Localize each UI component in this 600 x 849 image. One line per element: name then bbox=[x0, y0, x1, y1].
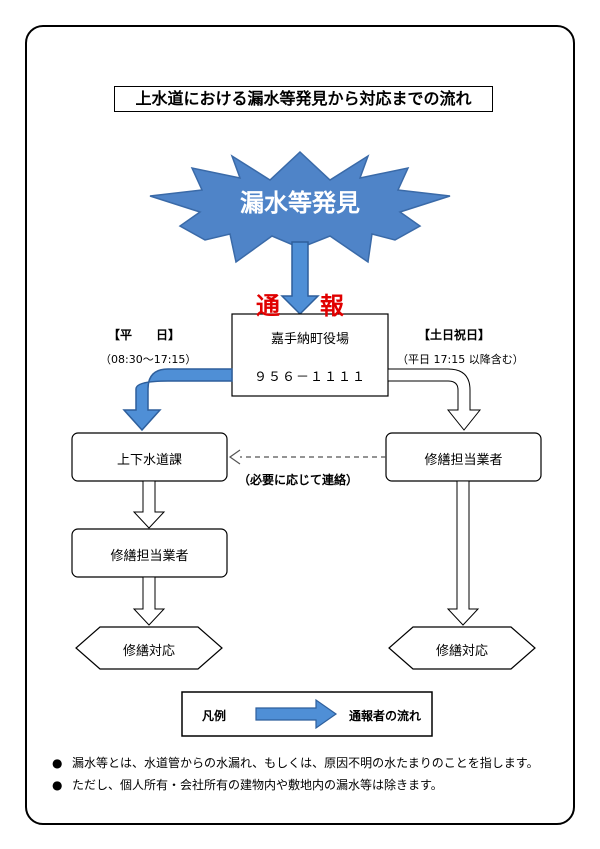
contact-note: （必要に応じて連絡） bbox=[238, 473, 359, 487]
holiday-arrow bbox=[387, 368, 482, 431]
legend-arrow bbox=[255, 698, 338, 730]
note-text: ただし、個人所有・会社所有の建物内や敷地内の漏水等は除きます。 bbox=[72, 778, 443, 792]
office-box bbox=[231, 313, 389, 397]
contact-arrowhead bbox=[228, 449, 241, 465]
weekday-label: 【平 日】 bbox=[108, 328, 181, 342]
legend-label: 凡例 bbox=[202, 709, 227, 723]
bullet-icon: ● bbox=[52, 778, 63, 792]
weekday-arrow bbox=[122, 368, 233, 432]
legend-text: 通報者の流れ bbox=[349, 709, 422, 723]
note-text: 漏水等とは、水道管からの水漏れ、もしくは、原因不明の水たまりのことを指します。 bbox=[72, 756, 539, 770]
report-arrow bbox=[280, 241, 320, 316]
repair-left-hexagon bbox=[75, 626, 223, 670]
report-label-right: 報 bbox=[320, 292, 344, 320]
contractor-left-label: 修繕担当業者 bbox=[110, 549, 189, 564]
flow-arrow-left-2 bbox=[132, 576, 166, 626]
notes: ● 漏水等とは、水道管からの水漏れ、もしくは、原因不明の水たまりのことを指します。… bbox=[52, 752, 539, 796]
page-frame bbox=[25, 25, 575, 825]
repair-right-hexagon bbox=[388, 626, 536, 670]
holiday-label: 【土日祝日】 bbox=[418, 328, 491, 342]
contractor-right-label: 修繕担当業者 bbox=[424, 453, 503, 468]
flow-arrow-right bbox=[446, 480, 480, 626]
repair-left-label: 修繕対応 bbox=[122, 644, 175, 659]
office-name: 嘉手納町役場 bbox=[270, 332, 349, 347]
note-item: ● ただし、個人所有・会社所有の建物内や敷地内の漏水等は除きます。 bbox=[52, 774, 539, 796]
bullet-icon: ● bbox=[52, 756, 63, 770]
office-phone: ９５６－１１１１ bbox=[253, 370, 366, 385]
discovery-label: 漏水等発見 bbox=[240, 189, 360, 217]
flow-arrow-left-1 bbox=[132, 480, 166, 529]
repair-right-label: 修繕対応 bbox=[435, 644, 488, 659]
note-item: ● 漏水等とは、水道管からの水漏れ、もしくは、原因不明の水たまりのことを指します。 bbox=[52, 752, 539, 774]
water-dept-label: 上下水道課 bbox=[116, 453, 182, 468]
weekday-hours: （08:30～17:15） bbox=[100, 353, 197, 366]
report-label-left: 通 bbox=[256, 292, 280, 320]
page-title: 上水道における漏水等発見から対応までの流れ bbox=[114, 86, 493, 112]
holiday-hours: （平日 17:15 以降含む） bbox=[397, 353, 524, 366]
